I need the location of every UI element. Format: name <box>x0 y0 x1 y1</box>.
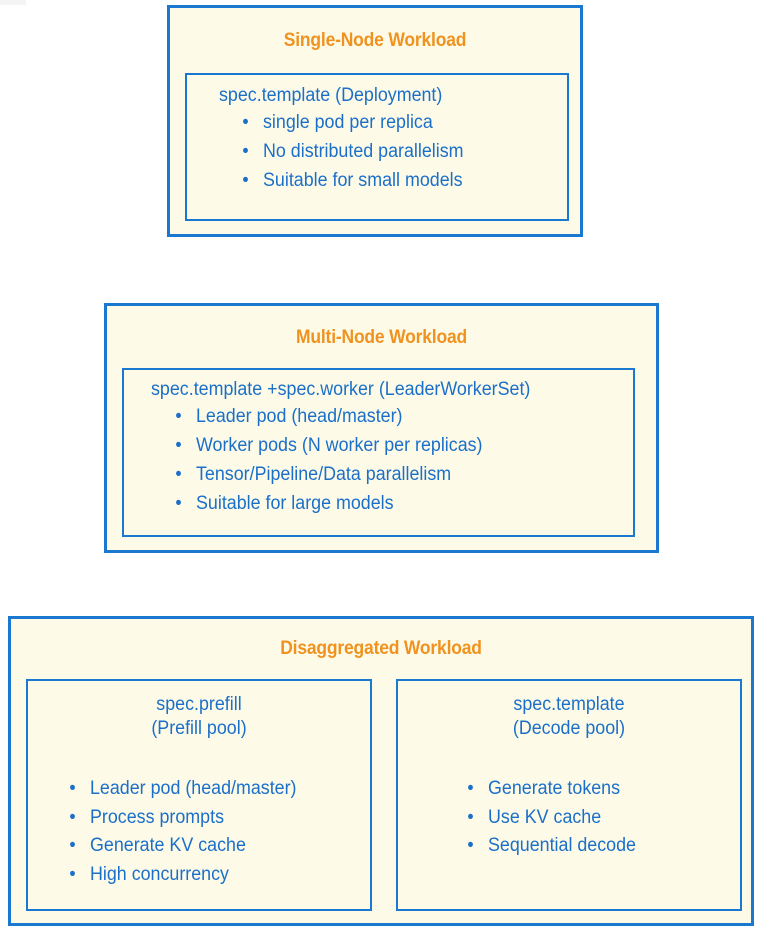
list-item: • Tensor/Pipeline/Data parallelism <box>175 461 607 490</box>
spec-heading-prefill-line1: spec.prefill <box>156 694 242 715</box>
card-disaggregated-workload: Disaggregated Workload spec.prefill (Pre… <box>8 616 754 926</box>
list-item-label: Worker pods (N worker per replicas) <box>196 435 483 457</box>
bullet-icon: • <box>242 112 249 134</box>
disaggregated-columns: spec.prefill (Prefill pool) • Leader pod… <box>26 679 742 911</box>
bullet-icon: • <box>69 864 76 886</box>
list-item-label: Leader pod (head/master) <box>196 406 403 428</box>
bullet-icon: • <box>467 835 474 857</box>
list-item-label: Suitable for small models <box>263 170 463 192</box>
bullet-icon: • <box>242 141 249 163</box>
list-item: • Use KV cache <box>467 804 725 833</box>
spec-heading-single-node: spec.template (Deployment) <box>219 85 443 106</box>
list-item: • Suitable for large models <box>175 490 607 519</box>
bullet-icon: • <box>175 464 182 486</box>
bullet-icon: • <box>69 777 76 799</box>
list-item-label: Sequential decode <box>488 835 636 857</box>
bullet-icon: • <box>467 806 474 828</box>
list-item-label: single pod per replica <box>263 112 433 134</box>
list-item: • No distributed parallelism <box>242 138 549 167</box>
list-item: • Generate tokens <box>467 775 725 804</box>
bullet-icon: • <box>69 835 76 857</box>
corner-artifact <box>0 0 26 5</box>
list-item-label: Process prompts <box>90 806 224 828</box>
card-multi-node-workload: Multi-Node Workload spec.template +spec.… <box>104 303 659 553</box>
list-item-label: Tensor/Pipeline/Data parallelism <box>196 464 452 486</box>
list-item: • Worker pods (N worker per replicas) <box>175 432 607 461</box>
panel-prefill-pool: spec.prefill (Prefill pool) • Leader pod… <box>26 679 372 911</box>
list-item: • single pod per replica <box>242 109 549 138</box>
card-title-multi-node: Multi-Node Workload <box>296 327 467 348</box>
bullet-icon: • <box>175 406 182 428</box>
panel-multi-node-spec: spec.template +spec.worker (LeaderWorker… <box>122 368 635 537</box>
card-title-single-node: Single-Node Workload <box>283 30 467 51</box>
spec-heading-decode-line1: spec.template <box>513 694 625 715</box>
bullet-icon: • <box>175 492 182 514</box>
panel-single-node-spec: spec.template (Deployment) • single pod … <box>185 73 569 221</box>
list-item-label: Use KV cache <box>488 806 602 828</box>
bullet-icon: • <box>467 777 474 799</box>
bullet-list-prefill: • Leader pod (head/master) • Process pro… <box>69 775 370 891</box>
list-item: • High concurrency <box>69 861 353 890</box>
bullet-icon: • <box>242 170 249 192</box>
list-item: • Leader pod (head/master) <box>175 403 607 432</box>
panel-decode-pool: spec.template (Decode pool) • Generate t… <box>396 679 742 911</box>
list-item-label: Generate tokens <box>488 777 621 799</box>
bullet-list-decode: • Generate tokens • Use KV cache • Seque… <box>467 775 740 862</box>
spec-heading-prefill-line2: (Prefill pool) <box>151 718 247 740</box>
bullet-icon: • <box>69 806 76 828</box>
bullet-icon: • <box>175 435 182 457</box>
spec-heading-decode-line2: (Decode pool) <box>512 718 626 740</box>
spec-heading-multi-node: spec.template +spec.worker (LeaderWorker… <box>151 379 531 400</box>
list-item: • Process prompts <box>69 804 353 833</box>
list-item-label: High concurrency <box>90 864 229 886</box>
list-item: • Suitable for small models <box>242 167 549 196</box>
bullet-list-multi-node: • Leader pod (head/master) • Worker pods… <box>175 403 633 519</box>
list-item-label: No distributed parallelism <box>263 141 464 163</box>
list-item-label: Leader pod (head/master) <box>90 777 297 799</box>
list-item-label: Generate KV cache <box>90 835 246 857</box>
card-single-node-workload: Single-Node Workload spec.template (Depl… <box>167 5 583 237</box>
list-item: • Sequential decode <box>467 832 725 861</box>
bullet-list-single-node: • single pod per replica • No distribute… <box>242 109 567 196</box>
list-item: • Leader pod (head/master) <box>69 775 353 804</box>
list-item: • Generate KV cache <box>69 832 353 861</box>
list-item-label: Suitable for large models <box>196 492 394 514</box>
card-title-disaggregated: Disaggregated Workload <box>280 638 482 659</box>
